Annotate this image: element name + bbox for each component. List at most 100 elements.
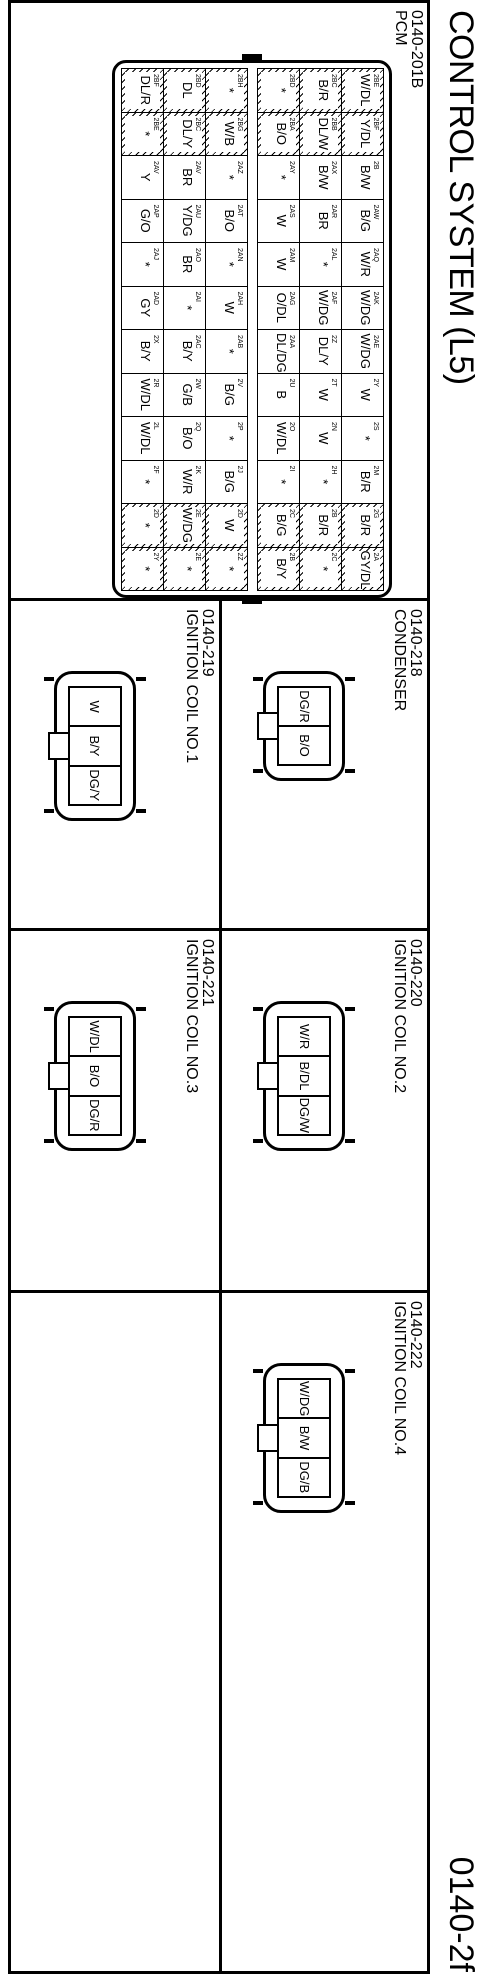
pcm-pin: 2BE* — [121, 111, 164, 156]
connector-latch — [48, 1062, 70, 1090]
pcm-wire-color: B/R — [316, 79, 331, 102]
terminal-wire-color: W/DL — [70, 1018, 120, 1058]
pcm-label: 0140-201B PCM — [392, 10, 425, 89]
pcm-code: 0140-201B — [408, 10, 425, 89]
pcm-pin: 2AY* — [257, 155, 300, 200]
pcm-wire-color: * — [222, 566, 237, 572]
pcm-wire-color: GY/DL — [358, 550, 373, 590]
connector-tab — [345, 1139, 356, 1143]
pcm-wire-color: * — [222, 261, 237, 267]
pcm-wire-color: B/G — [222, 470, 237, 493]
pcm-wire-color: W — [274, 258, 289, 271]
pcm-wire-color: B/G — [274, 514, 289, 537]
terminal-wire-color: W/DG — [279, 1380, 330, 1420]
terminal-wire-color: B/W — [279, 1419, 330, 1459]
pcm-wire-color: Y/DL — [358, 119, 373, 149]
pcm-wire-color: * — [222, 87, 237, 93]
pcm-wire-color: B/Y — [180, 340, 195, 362]
pcm-pin: 2AL* — [299, 242, 342, 287]
pcm-wire-color: * — [138, 566, 153, 572]
pcm-wire-color: BR — [180, 168, 195, 187]
terminal-wire-color: B/O — [70, 1057, 120, 1097]
terminal-wire-color: DG/R — [87, 1099, 103, 1132]
pcm-wire-color: W — [222, 301, 237, 314]
pcm-wire-color: B/O — [180, 427, 195, 450]
pcm-wire-color: * — [274, 87, 289, 93]
terminal-wire-color: W/R — [279, 1018, 330, 1058]
connector-name: IGNITION COIL NO.2 — [391, 939, 408, 1094]
connector-tab — [253, 769, 264, 773]
terminal-wire-color: DG/B — [297, 1461, 312, 1494]
pcm-wire-color: BR — [180, 255, 195, 274]
pcm-pin: 2Y* — [121, 546, 164, 591]
terminal-wire-color: B/DL — [279, 1057, 330, 1097]
connector-code: 0140-218 — [407, 609, 424, 677]
pcm-wire-color: W/DL — [274, 422, 289, 455]
connector-latch — [48, 732, 70, 760]
connector-code: 0140-221 — [199, 939, 216, 1007]
connector-tab — [253, 1501, 264, 1505]
connector-latch — [257, 1424, 280, 1452]
pcm-wire-color: B/Y — [274, 558, 289, 580]
connector-tab — [136, 1007, 146, 1011]
pcm-wire-color: B/G — [358, 209, 373, 232]
pcm-wire-color: * — [222, 174, 237, 180]
terminal-wire-color: W — [70, 688, 120, 728]
connector-code: 0140-222 — [407, 1301, 424, 1369]
terminal-wire-color: B/Y — [70, 727, 120, 767]
pcm-wire-color: B/G — [222, 383, 237, 406]
pcm-pin: 2AN* — [205, 242, 248, 287]
pcm-wire-color: * — [316, 479, 331, 485]
pcm-wire-color: Y/DG — [180, 204, 195, 237]
pcm-pin: 2AZ* — [205, 155, 248, 200]
pcm-wire-color: * — [138, 479, 153, 485]
pcm-wire-color: BR — [316, 211, 331, 230]
pcm-wire-color: B/R — [358, 514, 373, 537]
pcm-pin: 2AI* — [163, 285, 206, 330]
terminal-wire-color: DG/Y — [87, 769, 103, 802]
connector-name: IGNITION COIL NO.1 — [183, 609, 200, 764]
pcm-wire-color: * — [180, 566, 195, 572]
pcm-wire-color: * — [274, 479, 289, 485]
pcm-wire-color: B/W — [316, 164, 331, 190]
connector-name: IGNITION COIL NO.3 — [183, 939, 200, 1094]
